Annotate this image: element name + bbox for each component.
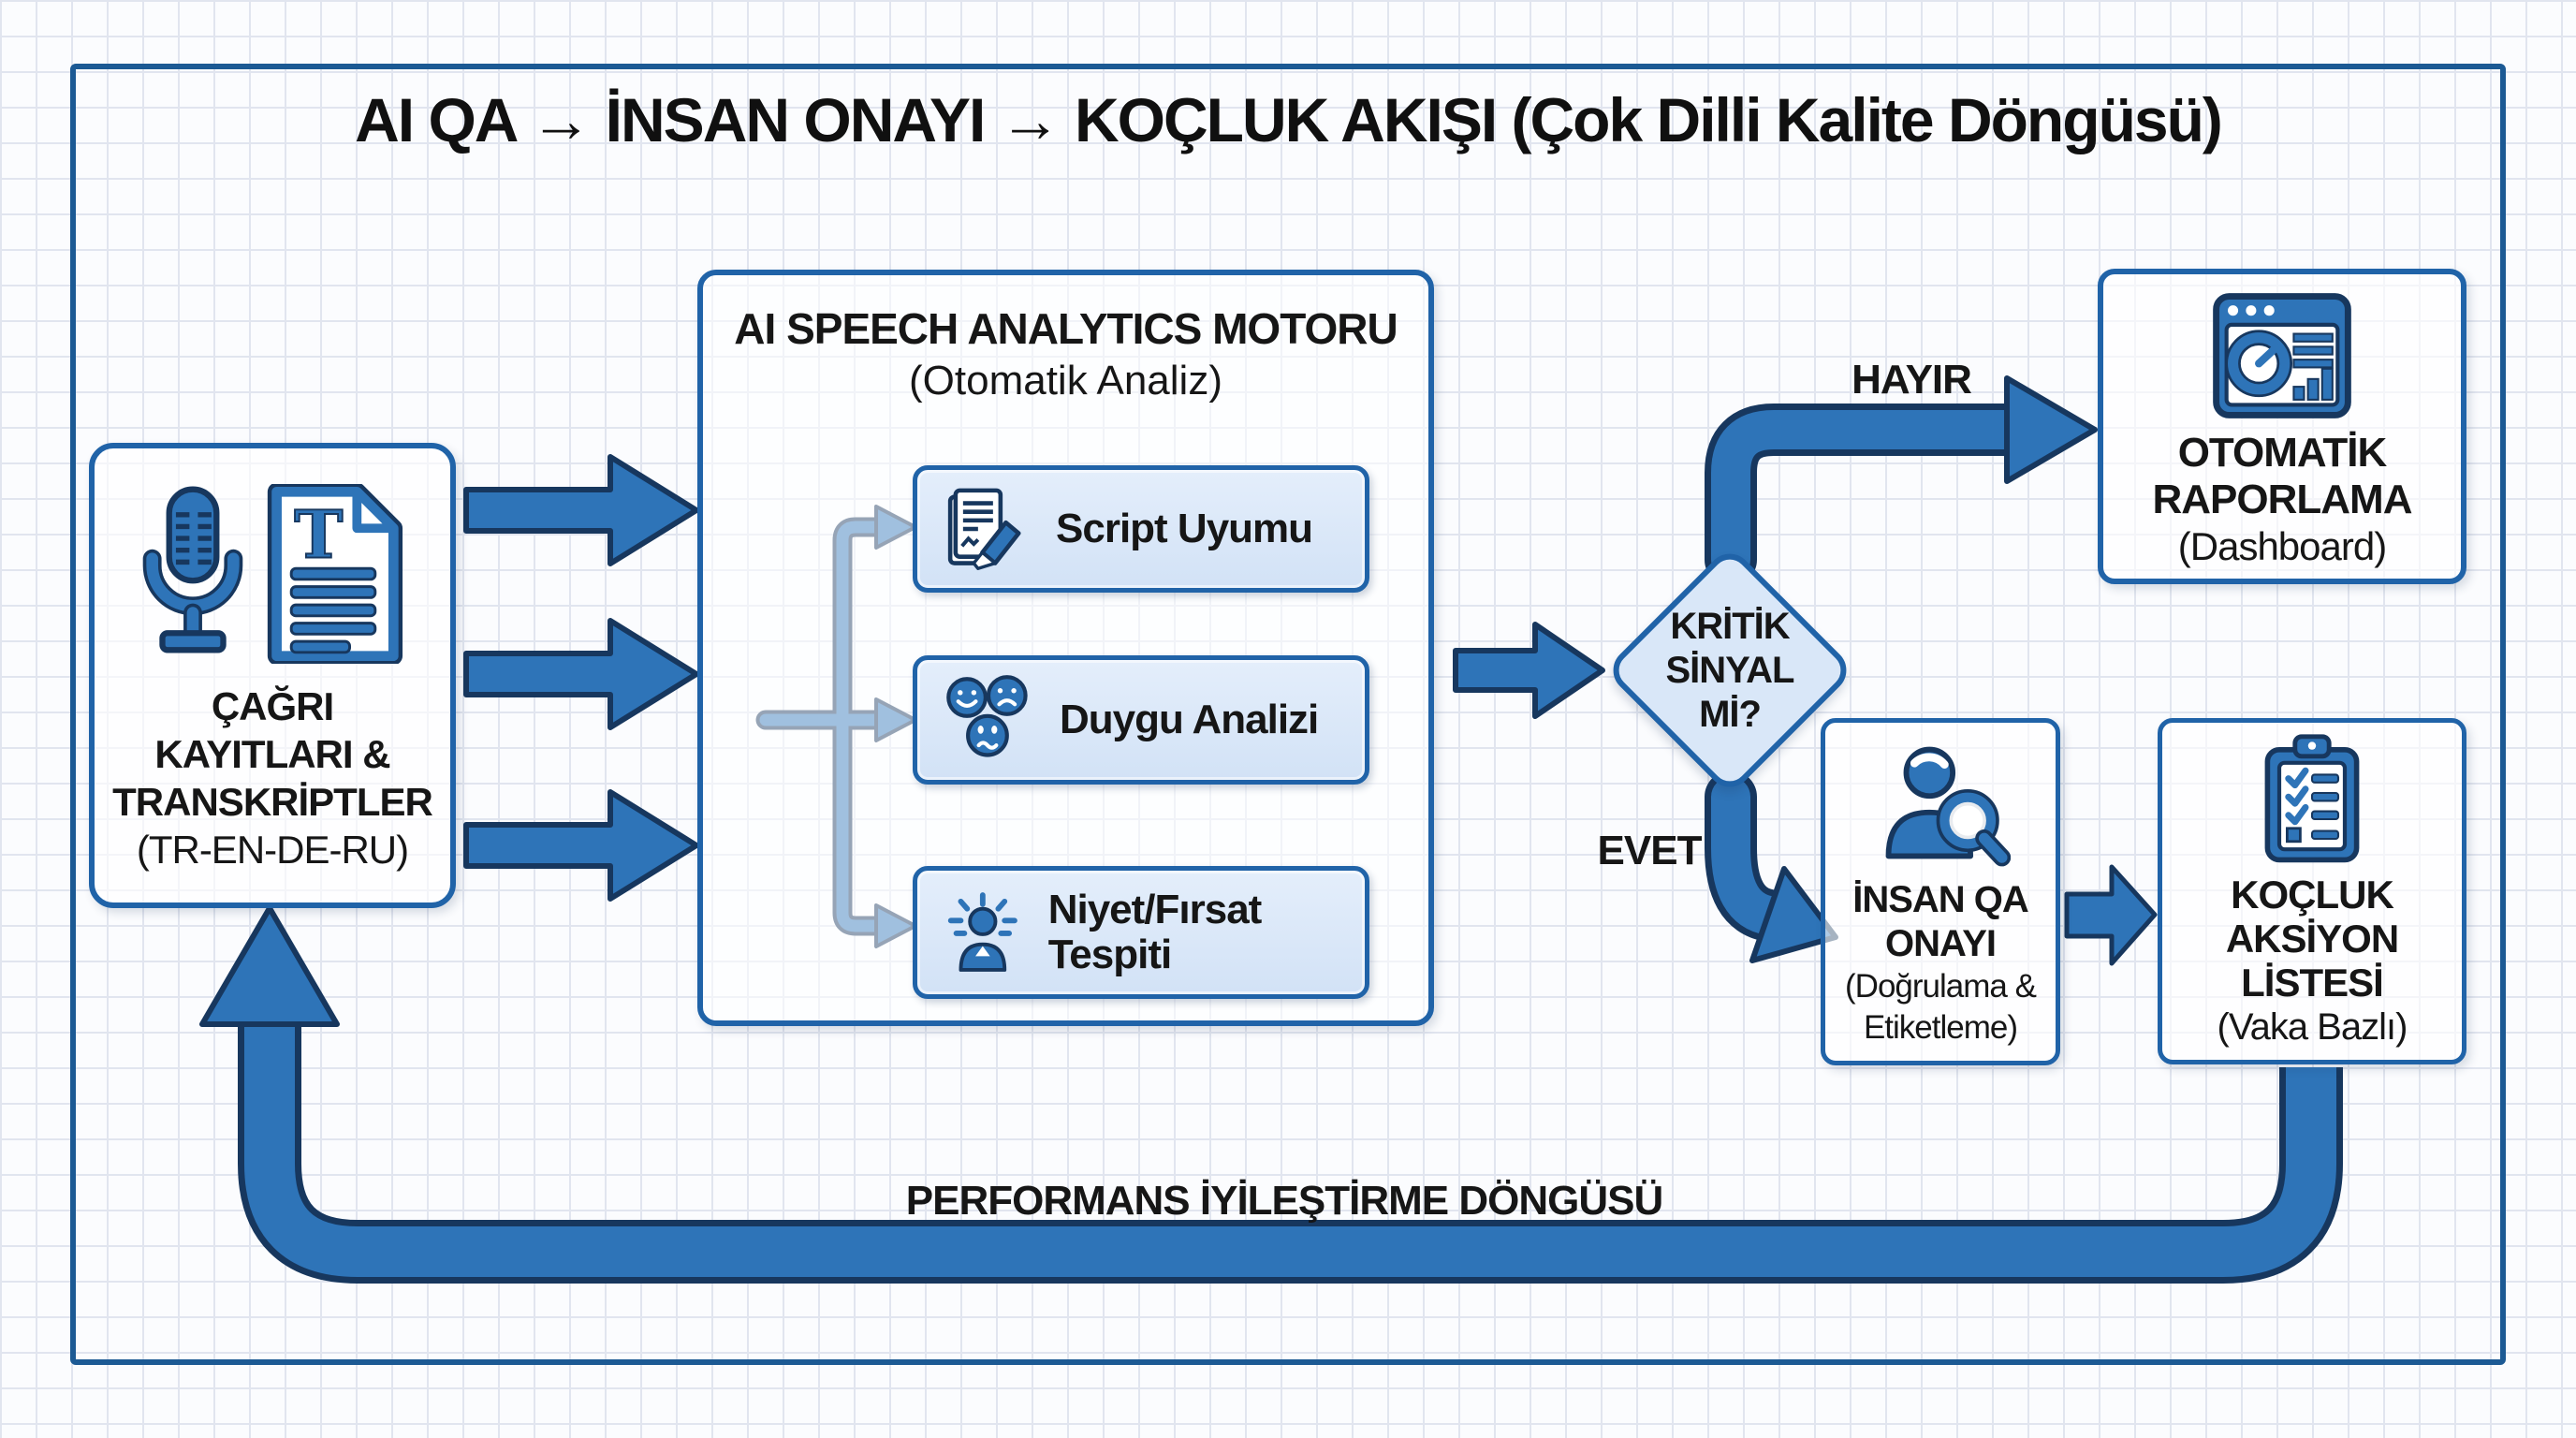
no-edge-label: HAYIR [1852,357,1972,403]
emotion-faces-icon [946,675,1028,757]
decision-label: KRİTİK SİNYAL Mİ? [1622,587,1837,754]
engine-item-script: Script Uyumu [913,465,1369,593]
decision-line2: SİNYAL [1665,649,1794,691]
decision-line1: KRİTİK [1670,605,1790,647]
microphone-icon [142,486,243,653]
yes-edge-label: EVET [1597,828,1703,873]
engine-subtitle: (Otomatik Analiz) [909,358,1222,404]
engine-item-sentiment-label: Duygu Analizi [1060,697,1319,742]
coaching-line1: KOÇLUK [2231,873,2394,917]
dashboard-icon [2213,293,2351,418]
source-label-line1: ÇAĞRI [211,684,334,728]
decision-line3: Mİ? [1699,693,1762,735]
diagram-frame [70,64,2506,1365]
human-qa-box: İNSAN QA ONAYI (Doğrulama & Etiketleme) [1821,718,2060,1065]
engine-item-intent: Niyet/Fırsat Tespiti [913,866,1369,999]
clipboard-checklist-icon [2264,734,2360,863]
source-label-sub: (TR-EN-DE-RU) [136,828,409,872]
coaching-line3: LİSTESİ [2241,961,2384,1005]
engine-item-script-label: Script Uyumu [1056,506,1313,551]
person-magnifier-icon [1885,746,2011,867]
human-qa-sub2: Etiketleme) [1863,1009,2018,1046]
coaching-line2: AKSİYON [2225,917,2399,961]
human-qa-line2: ONAYI [1884,923,1997,964]
source-label-line2: KAYITLARI & [154,732,390,776]
reporting-line2: RAPORLAMA [2152,477,2413,522]
engine-title: AI SPEECH ANALYTICS MOTORU [734,304,1398,353]
idea-person-icon [947,892,1017,972]
engine-item-sentiment: Duygu Analizi [913,655,1369,785]
source-box: T ÇAĞRI KAYITLARI & TRANSKRİPTLER (TR-EN… [89,443,456,908]
page-title: AI QA → İNSAN ONAYI → KOÇLUK AKIŞI (Çok … [355,85,2223,154]
coaching-sub: (Vaka Bazlı) [2217,1006,2408,1048]
reporting-sub: (Dashboard) [2177,524,2387,568]
coaching-box: KOÇLUK AKSİYON LİSTESİ (Vaka Bazlı) [2158,718,2466,1064]
human-qa-line1: İNSAN QA [1852,879,2029,920]
source-icons: T [140,484,404,664]
engine-item-intent-label: Niyet/Fırsat Tespiti [1047,887,1263,977]
reporting-box: OTOMATİK RAPORLAMA (Dashboard) [2098,269,2466,584]
source-label-line3: TRANSKRİPTLER [112,780,433,824]
script-document-pencil-icon [947,488,1021,570]
human-qa-sub1: (Doğrulama & [1845,968,2037,1005]
transcript-document-icon: T [267,484,403,664]
svg-text:T: T [294,495,343,573]
reporting-line1: OTOMATİK [2177,430,2388,476]
performance-loop-label: PERFORMANS İYİLEŞTİRME DÖNGÜSÜ [905,1178,1664,1224]
